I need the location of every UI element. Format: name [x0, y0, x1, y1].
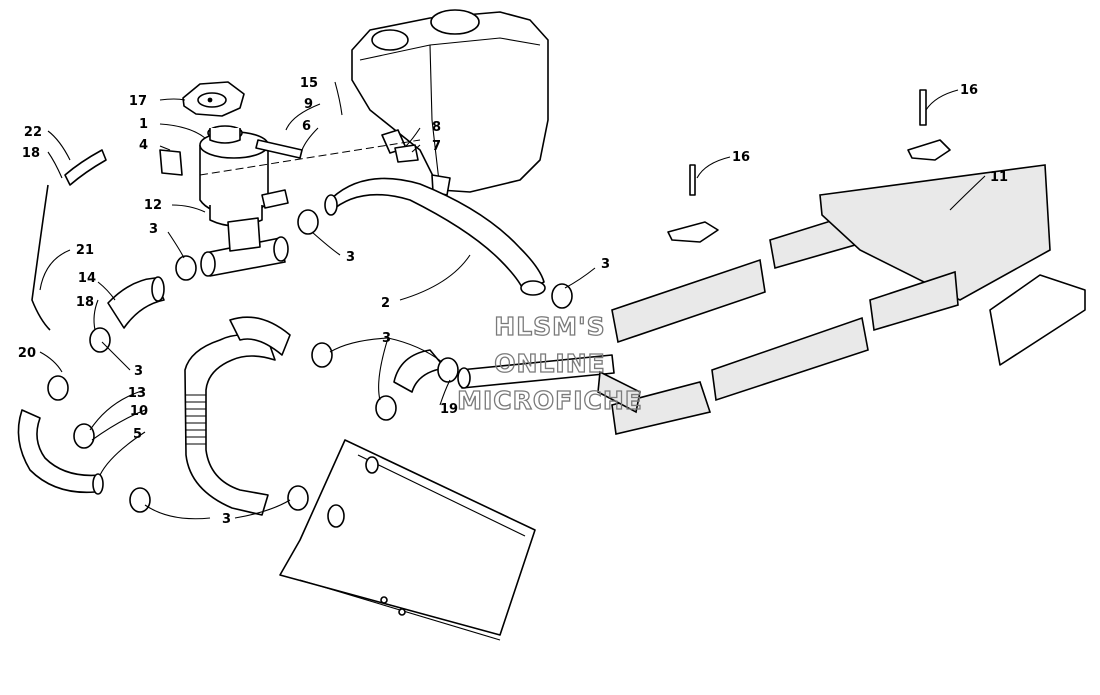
hose-5	[17, 409, 104, 495]
callout-4: 4	[139, 138, 148, 153]
callout-11: 11	[990, 170, 1008, 185]
hose-10-corrugated	[184, 316, 291, 516]
hose-19	[393, 349, 615, 393]
heat-exchanger-assembly	[597, 164, 1086, 435]
watermark-line-1: HLSM'S	[494, 312, 605, 341]
watermark-line-2: ONLINE	[494, 349, 605, 378]
small-hardware	[31, 89, 951, 331]
radiator-cap	[182, 81, 245, 117]
callout-7: 7	[432, 139, 441, 154]
callout-3-b: 3	[346, 250, 355, 265]
callout-3-c: 3	[601, 257, 610, 272]
callout-9: 9	[304, 97, 313, 112]
radiator-panel	[279, 439, 536, 641]
watermark-line-3: MICROFICHE	[457, 386, 643, 415]
watermark: HLSM'S ONLINE MICROFICHE	[456, 311, 643, 415]
callout-5: 5	[133, 427, 142, 442]
tee-fitting	[200, 217, 289, 277]
callout-3-e: 3	[134, 364, 143, 379]
callout-21: 21	[76, 243, 94, 258]
callout-12: 12	[144, 198, 162, 213]
callout-2: 2	[381, 296, 390, 311]
callout-14: 14	[78, 271, 96, 286]
hose-clamps	[47, 209, 573, 513]
filler-neck-bottle	[199, 125, 289, 227]
callout-20: 20	[18, 346, 36, 361]
callout-labels: 17 1 4 12 3 3 15 9 6 8 7 16 16 11 3 2 3 …	[18, 76, 1008, 527]
hose-upper-long	[324, 177, 546, 296]
callout-16-b: 16	[732, 150, 750, 165]
callout-22: 22	[24, 125, 42, 140]
callout-3-f: 3	[222, 512, 231, 527]
leader-lines	[39, 81, 986, 520]
callout-13: 13	[128, 386, 146, 401]
assembly-line	[199, 139, 421, 176]
hose-14	[107, 276, 165, 329]
callout-6: 6	[302, 119, 311, 134]
callout-18-a: 18	[22, 146, 40, 161]
callout-18-b: 18	[76, 295, 94, 310]
callout-10: 10	[130, 404, 148, 419]
callout-1: 1	[139, 117, 148, 132]
callout-17: 17	[129, 94, 147, 109]
reservoir-tank	[351, 9, 549, 196]
callout-15: 15	[300, 76, 318, 91]
callout-3-d: 3	[382, 331, 391, 346]
callout-3-a: 3	[149, 222, 158, 237]
callout-8: 8	[432, 120, 441, 135]
callout-19: 19	[440, 402, 458, 417]
callout-16-a: 16	[960, 83, 978, 98]
